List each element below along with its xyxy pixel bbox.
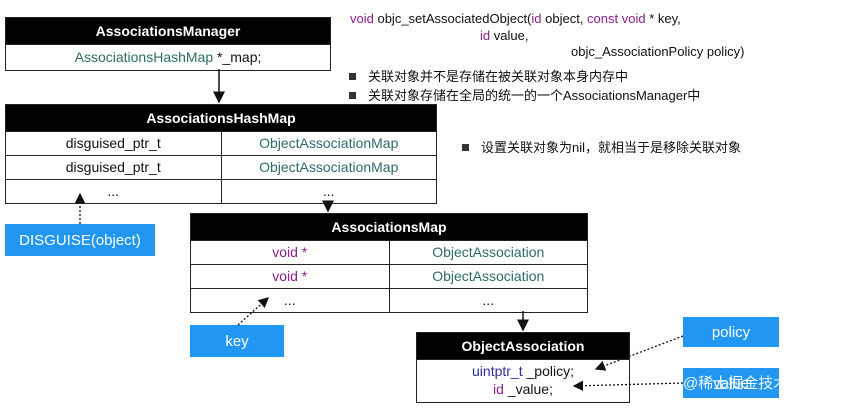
table-row: disguised_ptr_t ObjectAssociationMap bbox=[6, 155, 436, 179]
disguise-label: DISGUISE(object) bbox=[5, 224, 155, 256]
code-line-1: void objc_setAssociatedObject(id object,… bbox=[350, 11, 681, 27]
value-field: id _value; bbox=[493, 381, 553, 397]
associations-map-title: AssociationsMap bbox=[191, 214, 587, 240]
table-row: ... ... bbox=[191, 288, 587, 312]
map-value: ... bbox=[388, 289, 588, 312]
associations-manager-box: AssociationsManager AssociationsHashMap … bbox=[5, 17, 331, 71]
policy-label: policy bbox=[683, 317, 779, 347]
note-1: 关联对象并不是存储在被关联对象本身内存中 bbox=[349, 66, 628, 85]
hashmap-value: ... bbox=[220, 180, 437, 203]
hashmap-value: ObjectAssociationMap bbox=[220, 132, 437, 155]
associations-hashmap-title: AssociationsHashMap bbox=[6, 105, 436, 131]
map-key: ... bbox=[283, 292, 296, 308]
code-text: value, bbox=[490, 28, 529, 43]
code-keyword-void: void bbox=[350, 11, 374, 26]
field-name: *_map; bbox=[213, 49, 262, 65]
associations-map-box: AssociationsMap void * ObjectAssociation… bbox=[190, 213, 588, 313]
map-value: ObjectAssociation bbox=[388, 241, 588, 264]
hashmap-value: ObjectAssociationMap bbox=[220, 156, 437, 179]
object-association-body: uintptr_t _policy; id _value; bbox=[417, 359, 629, 402]
code-text: * key, bbox=[645, 11, 681, 26]
associations-manager-title: AssociationsManager bbox=[6, 18, 330, 44]
field-type: AssociationsHashMap bbox=[74, 49, 214, 65]
hashmap-key: disguised_ptr_t bbox=[65, 159, 161, 175]
map-key: void * bbox=[272, 268, 308, 284]
code-keyword-const: const bbox=[587, 11, 619, 26]
note-3: 设置关联对象为nil，就相当于是移除关联对象 bbox=[462, 137, 741, 156]
associations-manager-field: AssociationsHashMap *_map; bbox=[6, 44, 330, 70]
object-association-box: ObjectAssociation uintptr_t _policy; id … bbox=[416, 332, 630, 403]
code-keyword-id: id bbox=[531, 11, 542, 26]
hashmap-key: ... bbox=[107, 183, 120, 199]
key-label: key bbox=[190, 325, 284, 357]
hashmap-key: disguised_ptr_t bbox=[65, 135, 161, 151]
note-2: 关联对象存储在全局的统一的一个AssociationsManager中 bbox=[349, 85, 700, 104]
map-key: void * bbox=[272, 244, 308, 260]
code-keyword-id-2: id bbox=[480, 28, 491, 43]
code-line-2: id value, bbox=[480, 28, 528, 44]
bullet-square-icon bbox=[349, 73, 356, 81]
table-row: void * ObjectAssociation bbox=[191, 240, 587, 264]
table-row: void * ObjectAssociation bbox=[191, 264, 587, 288]
table-row: disguised_ptr_t ObjectAssociationMap bbox=[6, 131, 436, 155]
bullet-square-icon bbox=[462, 144, 469, 152]
code-keyword-void-2: void bbox=[621, 11, 646, 26]
object-association-title: ObjectAssociation bbox=[417, 333, 629, 359]
code-text: object, bbox=[541, 11, 588, 26]
value-label: value bbox=[683, 368, 779, 398]
watermark-text: @稀土掘金技术社区 bbox=[683, 375, 819, 392]
policy-field: uintptr_t _policy; bbox=[472, 363, 574, 379]
code-fn-name: objc_setAssociatedObject( bbox=[373, 11, 532, 26]
map-value: ObjectAssociation bbox=[388, 265, 588, 288]
associations-hashmap-box: AssociationsHashMap disguised_ptr_t Obje… bbox=[5, 104, 437, 204]
code-line-3: objc_AssociationPolicy policy) bbox=[571, 44, 744, 60]
bullet-square-icon bbox=[349, 92, 356, 100]
table-row: ... ... bbox=[6, 179, 436, 203]
code-text: objc_AssociationPolicy policy) bbox=[571, 44, 745, 59]
